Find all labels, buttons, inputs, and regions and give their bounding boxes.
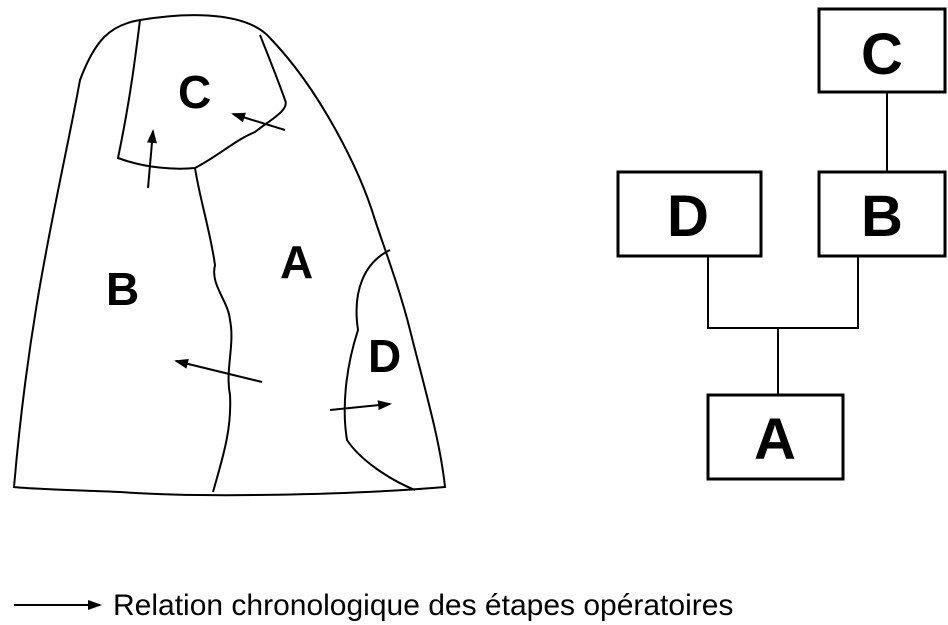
node-a-label: A	[754, 407, 796, 472]
region-c-boundary	[116, 19, 287, 170]
region-b-a-boundary	[194, 167, 233, 493]
chronology-arrow-1	[231, 112, 286, 131]
node-c: C	[817, 7, 947, 94]
region-label-c: C	[178, 66, 211, 118]
region-label-b: B	[106, 263, 139, 315]
artifact-outline	[12, 14, 447, 497]
chronology-arrow-4	[329, 400, 392, 411]
sequence-diagram: C B D A	[616, 7, 947, 481]
region-label-a: A	[280, 236, 313, 288]
legend-text: Relation chronologique des étapes opérat…	[113, 589, 733, 622]
link-d-a	[707, 256, 778, 329]
region-label-d: D	[368, 330, 401, 382]
node-a: A	[706, 393, 845, 481]
node-d-label: D	[667, 184, 709, 249]
node-b: B	[817, 170, 947, 258]
legend: Relation chronologique des étapes opérat…	[14, 589, 733, 622]
chronology-arrow-2	[146, 129, 157, 189]
chronology-arrow-3	[174, 358, 263, 383]
node-b-label: B	[861, 184, 903, 249]
region-d-boundary	[343, 249, 416, 491]
link-b-a	[778, 256, 859, 329]
artifact-drawing: C A B D	[12, 14, 447, 497]
node-d: D	[616, 170, 763, 258]
node-c-label: C	[861, 22, 903, 87]
